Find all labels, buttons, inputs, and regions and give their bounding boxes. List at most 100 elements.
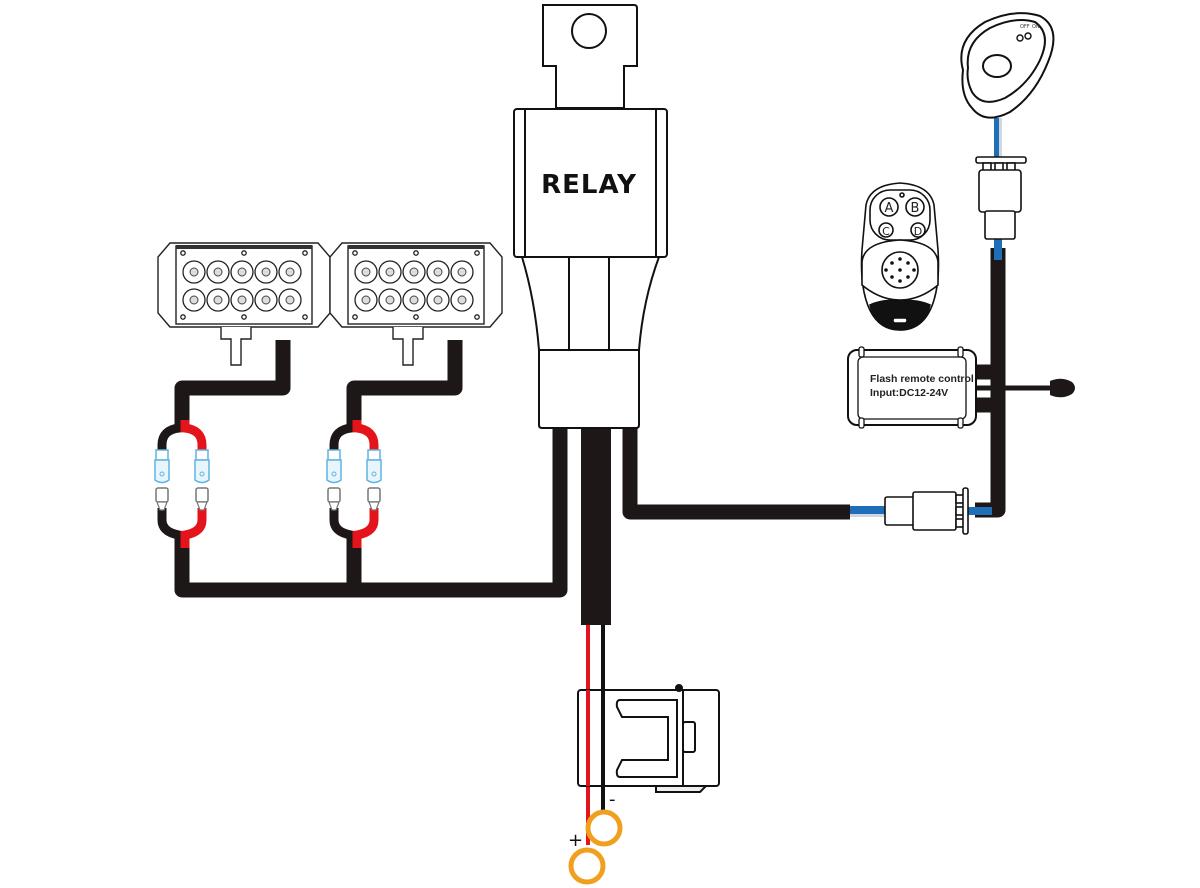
positive-sign: +: [568, 830, 583, 851]
light-bar-2[interactable]: [329, 242, 503, 366]
female-connector-blue: [194, 459, 210, 484]
relay-label: RELAY: [541, 170, 637, 200]
blue-wire-stripe: [850, 506, 890, 516]
flash-controller[interactable]: Flash remote control Input:DC12-24V: [847, 346, 1075, 429]
negative-ring-terminal[interactable]: [585, 809, 623, 847]
led-chip: [385, 295, 395, 305]
connector-hole: [199, 471, 205, 477]
controller-clip: [957, 417, 964, 429]
fob-led: [899, 192, 905, 198]
light-bar-top-edge: [348, 245, 484, 249]
wire-harness: [174, 248, 1055, 625]
red-lead-bottom: [180, 508, 207, 548]
led-chip: [261, 267, 271, 277]
connector-hole: [371, 471, 377, 477]
speaker-dot: [912, 268, 916, 272]
male-connector-crimp: [328, 501, 340, 511]
fob-button-d[interactable]: [910, 222, 926, 238]
male-connector-grey: [327, 487, 341, 503]
led-chip: [457, 295, 467, 305]
fob-button-c[interactable]: [878, 222, 894, 238]
remote-fob[interactable]: A B C D: [860, 182, 940, 331]
light-bars: [157, 242, 503, 366]
fob-label-c: C: [882, 225, 890, 238]
led-chip: [285, 267, 295, 277]
switch-button[interactable]: [982, 54, 1012, 78]
blue-wire-stripe: [994, 238, 1002, 260]
fob-label-b: B: [911, 201, 920, 216]
black-lead-top: [157, 420, 184, 455]
dash-switch[interactable]: OFF ON: [960, 12, 1055, 119]
light-bar-screw: [180, 314, 186, 320]
blue-wire-stripe: [994, 118, 1002, 158]
male-connector-crimp: [156, 501, 168, 511]
fob-button-a[interactable]: [879, 197, 899, 217]
controller-label-line2: Input:DC12-24V: [870, 387, 948, 399]
connector-plug: [984, 210, 1016, 240]
relay-to-controller-wire: [622, 428, 850, 520]
speaker-dot: [884, 268, 888, 272]
black-lead-bottom: [157, 508, 184, 548]
controller-clip: [957, 346, 964, 358]
led-chip: [261, 295, 271, 305]
relay-mount-hole: [571, 13, 607, 49]
light-connectors: [154, 420, 382, 548]
led-chip: [433, 267, 443, 277]
female-connector-sleeve: [195, 449, 209, 461]
light-bar-screw: [413, 314, 419, 320]
light-bar-screw: [241, 250, 247, 256]
light-bar-screw: [302, 314, 308, 320]
light-ground-bus: [174, 428, 568, 598]
light-bar-screw: [302, 250, 308, 256]
speaker-dot: [898, 279, 902, 283]
blue-wire-stripe: [850, 514, 890, 517]
male-connector-grey: [195, 487, 209, 503]
male-connector-grey: [155, 487, 169, 503]
red-lead-bottom: [352, 508, 379, 548]
female-connector-blue: [154, 459, 170, 484]
light-bar-mount: [220, 327, 252, 366]
controller-inner: [857, 356, 967, 420]
light-2-connector-pair[interactable]: [326, 420, 382, 548]
led-chip: [409, 267, 419, 277]
light-bar-screw: [474, 250, 480, 256]
fob-keyring: [892, 317, 908, 324]
inline-connector[interactable]: [884, 487, 969, 535]
led-chip: [433, 295, 443, 305]
fob-bottom: [869, 299, 931, 331]
fob-button-b[interactable]: [905, 197, 925, 217]
black-lead-top: [329, 420, 356, 455]
speaker-dot: [890, 261, 894, 265]
led-chip: [237, 267, 247, 277]
led-chip: [385, 267, 395, 277]
led-chip: [237, 295, 247, 305]
male-connector-crimp: [196, 501, 208, 511]
female-connector-blue: [366, 459, 382, 484]
speaker-dot: [890, 275, 894, 279]
fuse-holder[interactable]: [577, 684, 720, 793]
led-chip: [361, 295, 371, 305]
red-lead-top: [352, 420, 379, 455]
antenna-tip: [1050, 378, 1075, 398]
negative-sign: -: [609, 789, 616, 810]
positive-ring-terminal[interactable]: [568, 847, 606, 885]
led-chip: [457, 267, 467, 277]
light-bar-mount: [392, 327, 424, 366]
connector-flange: [962, 487, 969, 535]
battery-terminals[interactable]: [568, 809, 623, 885]
light-1-connector-pair[interactable]: [154, 420, 210, 548]
controller-clip: [858, 346, 865, 358]
relay[interactable]: RELAY: [513, 4, 668, 429]
light-bar-screw: [352, 314, 358, 320]
switch-connector[interactable]: [975, 156, 1027, 240]
connector-flange: [975, 156, 1027, 164]
fuse-latch: [682, 721, 696, 753]
led-chip: [213, 267, 223, 277]
light-bar-top-edge: [176, 245, 312, 249]
light-bar-1[interactable]: [157, 242, 331, 366]
switch-led: [1016, 34, 1024, 42]
controller-label-line1: Flash remote control: [870, 373, 974, 385]
led-chip: [189, 267, 199, 277]
blue-wire-stripe: [966, 507, 992, 515]
